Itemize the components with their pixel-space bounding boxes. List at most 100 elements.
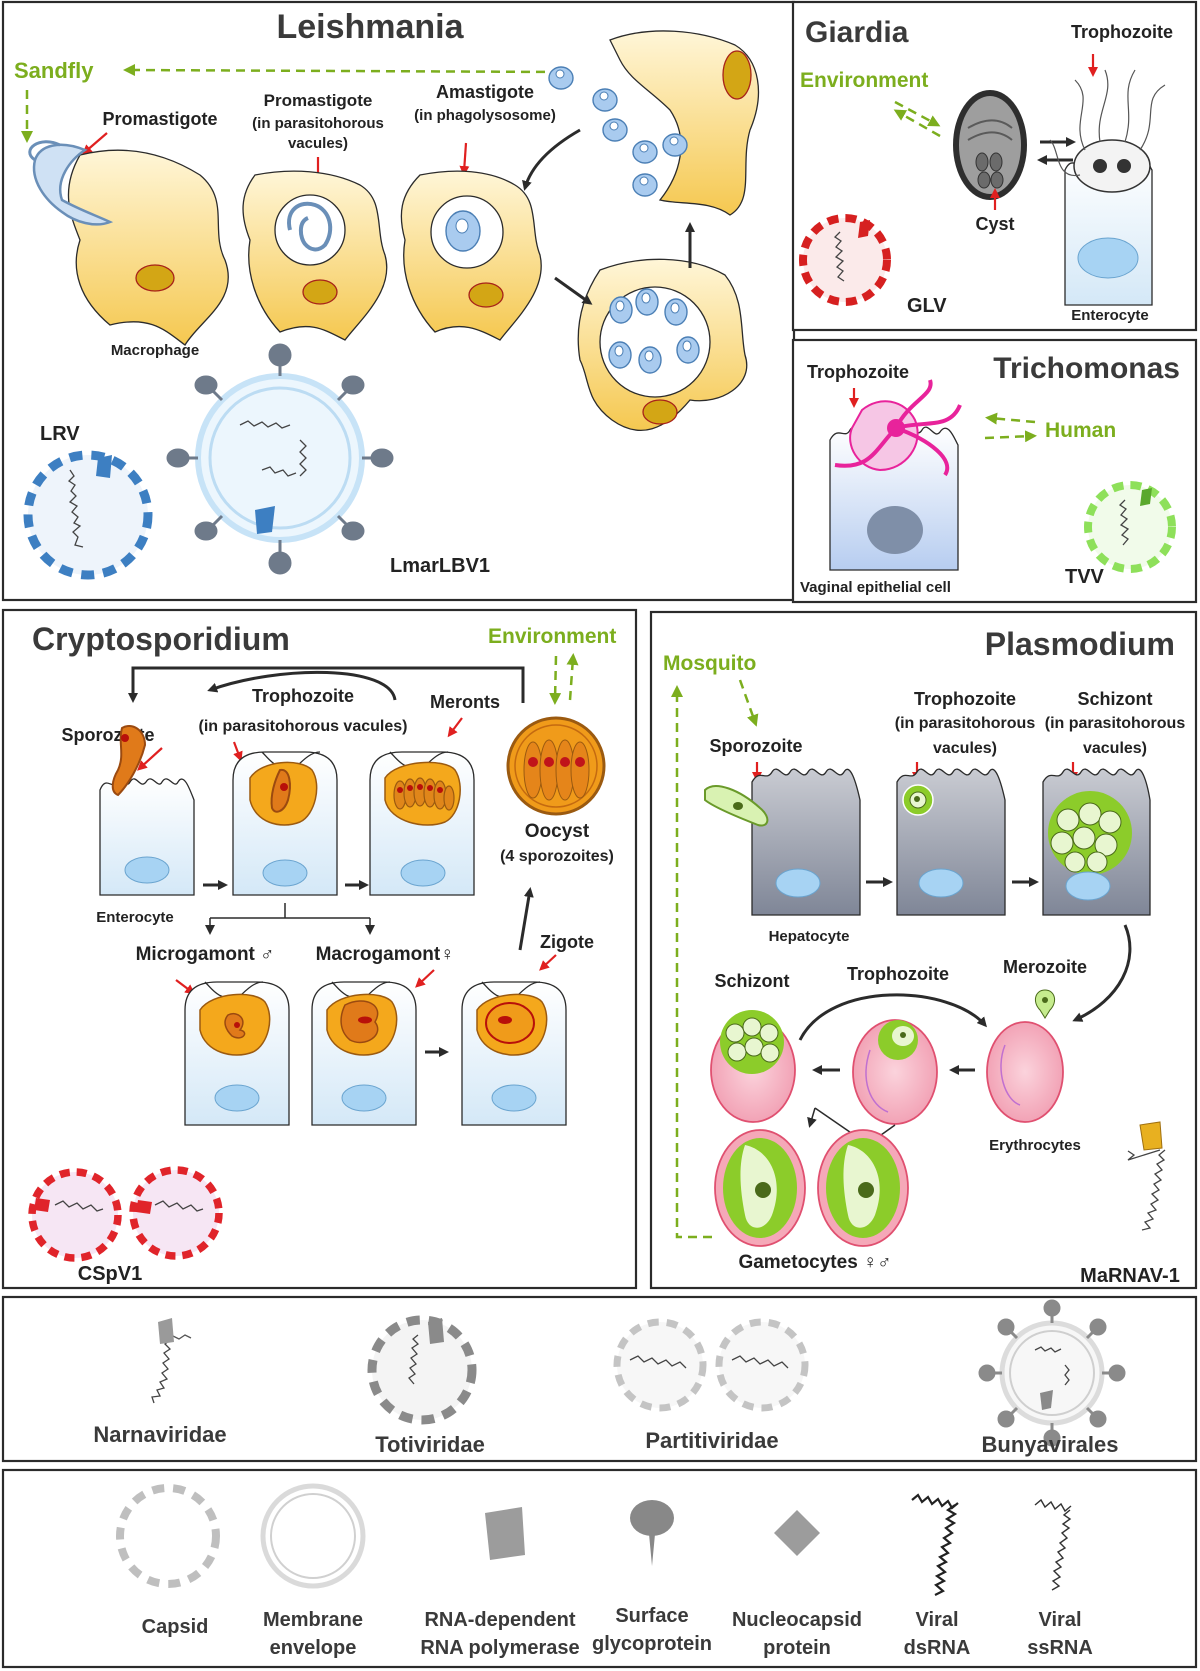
hepatocyte-2-nucleus (918, 868, 964, 898)
hepatocyte-1-nucleus (775, 868, 821, 898)
rbc-schizont-label: Schizont (715, 971, 790, 991)
macrophage-1-nucleus (135, 264, 175, 292)
ruptured-macrophage-nucleus (722, 50, 752, 100)
crypto-sporozoite (111, 725, 147, 797)
glv-capsid (799, 214, 891, 306)
rdrp-icon (485, 1507, 525, 1560)
legend-nucleo-label-1: Nucleocapsid (732, 1609, 862, 1631)
giardia-section: Giardia Trophozoite Environment Cyst Ent… (799, 16, 1173, 324)
trichomonas-from-human-arrow (984, 430, 1037, 443)
zigote-label: Zigote (540, 932, 594, 952)
giardia-trophozoite-label: Trophozoite (1071, 22, 1173, 42)
crypto-trophozoite (270, 768, 291, 813)
crypto-oocyst-label-2: (4 sporozoites) (500, 848, 614, 865)
legend-ssrna-label-1: Viral (1039, 1609, 1082, 1631)
lrv-dsrna (67, 469, 84, 548)
released-amastigotes (548, 66, 688, 197)
glv-label: GLV (907, 295, 947, 317)
crypto-enterocyte-1-nucleus (124, 856, 170, 884)
legend-dsrna-label-1: Viral (916, 1609, 959, 1631)
giardia-enterocyte-label: Enterocyte (1071, 307, 1149, 324)
giardia-environment-label: Environment (800, 69, 928, 92)
hepatocyte-3-nucleus (1065, 871, 1111, 901)
giardia-from-environment-arrow (894, 100, 941, 127)
human-label: Human (1045, 419, 1116, 442)
promastigote-pointer (81, 132, 108, 155)
plasmodium-schizont-label-1: Schizont (1078, 689, 1153, 709)
to-gametocyte-1-arrow (807, 1107, 817, 1128)
panel-virus-families (1, 1295, 1198, 1463)
family-totiviridae: Totiviridae (375, 1432, 485, 1457)
lmarlbv1-virion (166, 343, 394, 575)
legend-rdrp-label-1: RNA-dependent (424, 1609, 575, 1631)
panel-cryptosporidium (1, 608, 638, 1290)
glv-dsrna (833, 231, 845, 282)
crypto-meronts-pointer (447, 717, 463, 738)
plasmodium-troph-label-2: (in parasitohorous (895, 715, 1036, 732)
macrophage-label: Macrophage (111, 342, 199, 359)
marnav-label: MaRNAV-1 (1080, 1265, 1180, 1287)
amastigote-label-1: Amastigote (436, 82, 534, 102)
marnav-ssrna (1141, 1149, 1166, 1231)
amastigote-label-2: (in phagolysosome) (414, 107, 556, 124)
crypto-environment-label: Environment (488, 625, 616, 648)
legend-nucleo-label-2: protein (763, 1637, 831, 1659)
gametocytes-label: Gametocytes ♀♂ (738, 1252, 891, 1273)
totiviridae-icon (367, 1315, 477, 1425)
oocyst-sporozoites (523, 739, 590, 801)
vaginal-epithelial-nucleus (867, 506, 923, 554)
cspv1-capsid-2 (129, 1166, 223, 1260)
microgamont-pointer (175, 979, 196, 995)
crypto-meronts-label: Meronts (430, 692, 500, 712)
giardia-trophozoite (1073, 139, 1151, 193)
legend-capsid-label-1: Capsid (142, 1616, 209, 1638)
leishmania-section: Leishmania Sandfly Promastigote Promasti… (14, 8, 760, 580)
ruptured-macrophage (609, 30, 760, 216)
cspv1-label: CSpV1 (78, 1263, 142, 1285)
plasmodium-troph-label-3: vacules) (933, 740, 997, 757)
giardia-enterocyte-nucleus (1077, 237, 1139, 279)
legend-envelope-label-1: Membrane (263, 1609, 363, 1631)
cryptosporidium-title: Cryptosporidium (32, 621, 290, 657)
plasmodium-sporozoite-label: Sporozoite (710, 736, 803, 756)
trichomonas-title: Trichomonas (993, 352, 1180, 385)
trichomonas-trophozoite-label: Trophozoite (807, 362, 909, 382)
mosquito-label: Mosquito (663, 652, 756, 675)
crypto-sporozoite-pointer (137, 747, 163, 771)
legend-section: Capsid Membrane envelope RNA-dependent R… (116, 1483, 1093, 1659)
plasmodium-troph-label-1: Trophozoite (914, 689, 1016, 709)
amastigote-cluster (608, 288, 700, 374)
giardia-title: Giardia (805, 16, 909, 49)
plasmodium-schizont-label-3: vacules) (1083, 740, 1147, 757)
tvv-dsrna (1118, 499, 1130, 546)
amastigote-nucleus (455, 218, 469, 234)
to-mosquito-arrow (671, 685, 712, 1239)
erythrocytes-label: Erythrocytes (989, 1137, 1081, 1154)
plasmodium-schizont-label-2: (in parasitohorous (1045, 715, 1186, 732)
promastigote-vac-label-1: Promastigote (264, 91, 373, 110)
merozoite-label: Merozoite (1003, 957, 1087, 977)
trichomonas-flagella (834, 379, 962, 477)
tvv-label: TVV (1065, 566, 1105, 588)
crypto-from-environment-arrow (566, 653, 579, 701)
zigote-to-oocyst-arrow (518, 887, 534, 951)
virus-families-section: Narnaviridae Totiviridae Partitiviridae (93, 1299, 1126, 1457)
crypto-autoinfection-arrow-inner (207, 670, 397, 701)
bunyavirales-icon (978, 1299, 1126, 1447)
cspv1-capsid-1 (28, 1168, 122, 1262)
trichomonas-to-human-arrow (985, 412, 1036, 425)
tvv-capsid (1084, 481, 1176, 573)
cycle-arrow-release-to-macrophage (522, 128, 581, 191)
legend-dsrna-label-2: dsRNA (904, 1637, 971, 1659)
merozoite (1034, 989, 1056, 1019)
cspv1-dsrna-2 (154, 1200, 204, 1212)
legend-ssrna-label-2: ssRNA (1027, 1637, 1093, 1659)
hepatocyte-label: Hepatocyte (769, 928, 850, 945)
rbc-merozoites (725, 1017, 780, 1063)
giardia-cyst-label: Cyst (975, 214, 1014, 234)
hep-to-rbc-arrow (1072, 924, 1132, 1022)
macrophage-4-nucleus (642, 399, 678, 425)
macrophage-2-nucleus (302, 279, 338, 305)
giardia-to-environment-arrow (893, 109, 941, 138)
